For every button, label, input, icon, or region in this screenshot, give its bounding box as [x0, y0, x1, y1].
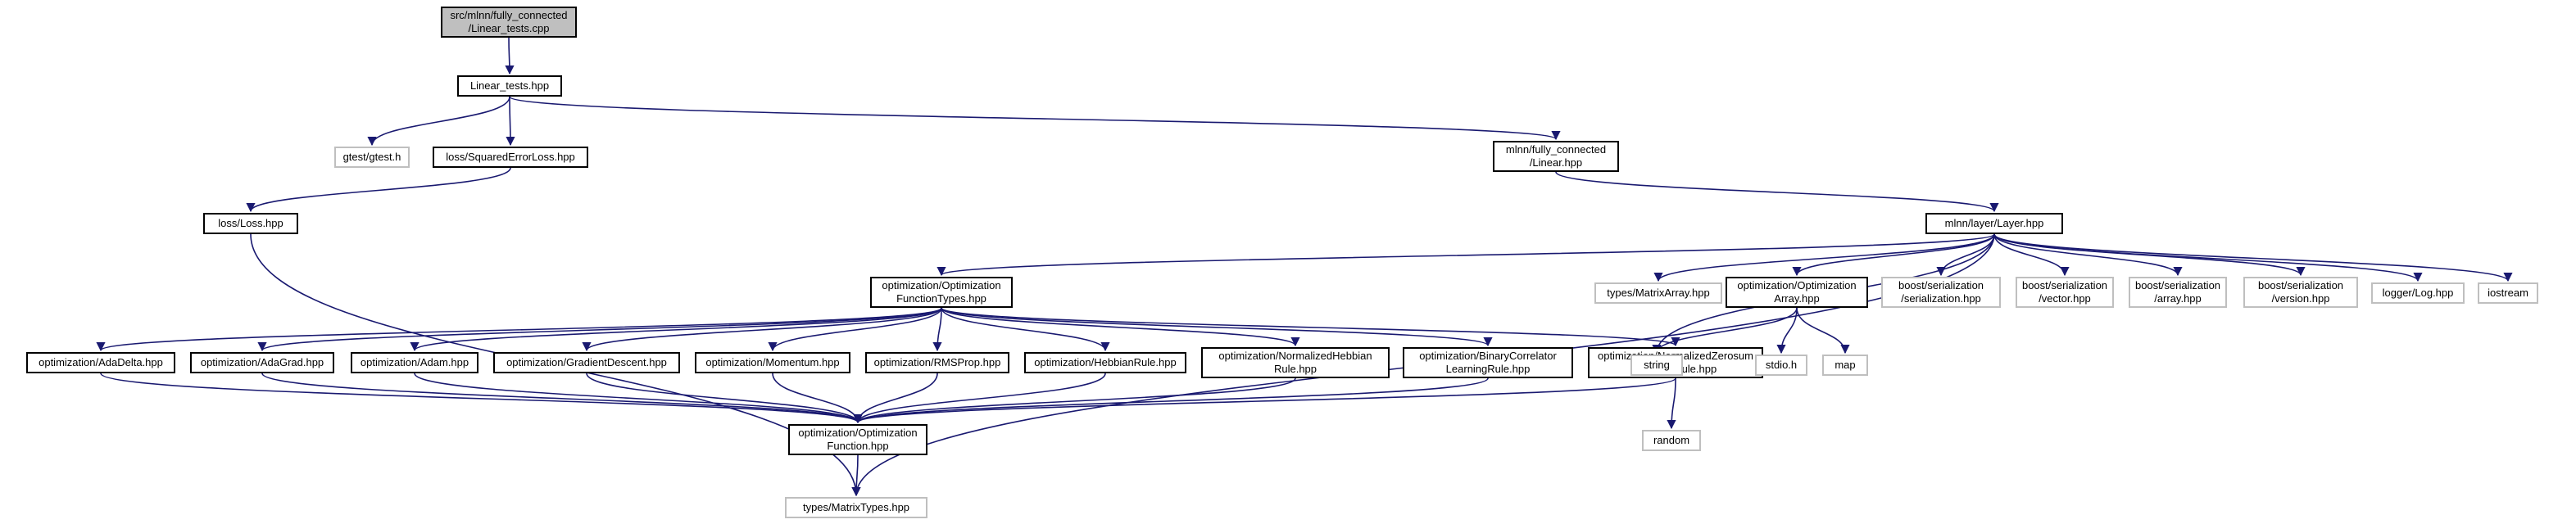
edge-opt-types-to-norm-zerosum: [941, 307, 1680, 347]
node-momentum[interactable]: optimization/Momentum.hpp: [695, 352, 850, 373]
edge-layer-to-iostream: [1993, 233, 2513, 282]
node-layer[interactable]: mlnn/layer/Layer.hpp: [1925, 213, 2063, 234]
edge-opt-array-to-string: [1652, 307, 1798, 355]
edge-opt-function-to-matrix-types: [851, 454, 861, 497]
edge-opt-types-to-adam: [410, 307, 942, 352]
node-opt-function[interactable]: optimization/Optimization Function.hpp: [788, 424, 927, 455]
node-adagrad[interactable]: optimization/AdaGrad.hpp: [190, 352, 334, 373]
edge-layer-to-ser-vector: [1993, 233, 2070, 277]
node-rmsprop[interactable]: optimization/RMSProp.hpp: [865, 352, 1009, 373]
node-map[interactable]: map: [1822, 355, 1868, 376]
edge-opt-types-to-rmsprop: [932, 307, 942, 352]
edge-linear-tests-cpp-to-linear-tests-hpp: [505, 37, 515, 75]
node-loss[interactable]: loss/Loss.hpp: [203, 213, 298, 234]
node-gtest[interactable]: gtest/gtest.h: [334, 147, 410, 168]
node-logger[interactable]: logger/Log.hpp: [2371, 282, 2465, 304]
node-matrix-array[interactable]: types/MatrixArray.hpp: [1594, 282, 1722, 304]
edge-squared-error-to-loss: [246, 167, 511, 213]
edge-layer-to-opt-array: [1792, 233, 1995, 277]
edge-gradient-descent-to-opt-function: [586, 373, 863, 424]
node-squared-error[interactable]: loss/SquaredErrorLoss.hpp: [433, 147, 588, 168]
node-hebbian[interactable]: optimization/HebbianRule.hpp: [1024, 352, 1186, 373]
node-string[interactable]: string: [1630, 355, 1683, 376]
node-matrix-types[interactable]: types/MatrixTypes.hpp: [785, 497, 927, 518]
node-opt-types[interactable]: optimization/Optimization FunctionTypes.…: [870, 277, 1013, 308]
node-linear-tests-hpp[interactable]: Linear_tests.hpp: [457, 75, 562, 97]
edge-opt-array-to-map: [1796, 307, 1850, 355]
edge-opt-types-to-adagrad: [257, 307, 942, 352]
edge-adagrad-to-opt-function: [261, 373, 863, 424]
edge-layer-to-matrix-array: [1653, 233, 1995, 282]
node-opt-array[interactable]: optimization/Optimization Array.hpp: [1726, 277, 1868, 308]
node-ser-vector[interactable]: boost/serialization /vector.hpp: [2016, 277, 2114, 308]
node-ser-serialization[interactable]: boost/serialization /serialization.hpp: [1881, 277, 2001, 308]
node-ser-array[interactable]: boost/serialization /array.hpp: [2129, 277, 2227, 308]
edge-adadelta-to-opt-function: [100, 373, 863, 424]
edge-fc-linear-to-layer: [1555, 171, 1999, 213]
node-norm-hebbian[interactable]: optimization/NormalizedHebbian Rule.hpp: [1201, 347, 1390, 378]
edge-opt-types-to-gradient-descent: [582, 307, 942, 352]
edge-norm-hebbian-to-opt-function: [853, 377, 1296, 424]
node-linear-tests-cpp[interactable]: src/mlnn/fully_connected /Linear_tests.c…: [441, 7, 577, 38]
edge-norm-zerosum-to-opt-function: [853, 377, 1676, 424]
edge-layer-to-ser-array: [1993, 233, 2183, 277]
node-binary-correlator[interactable]: optimization/BinaryCorrelator LearningRu…: [1403, 347, 1573, 378]
edge-adam-to-opt-function: [414, 373, 863, 424]
edge-layer-to-opt-types: [937, 233, 1995, 277]
edge-hebbian-to-opt-function: [853, 373, 1106, 424]
edge-opt-types-to-momentum: [768, 307, 942, 352]
edge-opt-types-to-hebbian: [941, 307, 1110, 352]
node-gradient-descent[interactable]: optimization/GradientDescent.hpp: [493, 352, 680, 373]
node-iostream[interactable]: iostream: [2478, 282, 2538, 304]
edge-layer-to-logger: [1993, 233, 2423, 282]
edge-opt-types-to-binary-correlator: [941, 307, 1493, 347]
edge-opt-types-to-norm-hebbian: [941, 307, 1300, 347]
edge-linear-tests-hpp-to-fc-linear: [509, 96, 1561, 141]
edge-opt-types-to-adadelta: [96, 307, 942, 352]
edge-norm-zerosum-to-random: [1667, 377, 1676, 430]
node-ser-version[interactable]: boost/serialization /version.hpp: [2243, 277, 2358, 308]
node-fc-linear[interactable]: mlnn/fully_connected /Linear.hpp: [1493, 141, 1619, 172]
node-adam[interactable]: optimization/Adam.hpp: [351, 352, 478, 373]
edge-linear-tests-hpp-to-gtest: [367, 96, 510, 147]
edge-opt-array-to-stdio: [1776, 307, 1798, 355]
edge-binary-correlator-to-opt-function: [853, 377, 1489, 424]
node-stdio[interactable]: stdio.h: [1755, 355, 1807, 376]
node-random[interactable]: random: [1642, 430, 1701, 451]
edge-momentum-to-opt-function: [772, 373, 863, 424]
node-adadelta[interactable]: optimization/AdaDelta.hpp: [26, 352, 175, 373]
